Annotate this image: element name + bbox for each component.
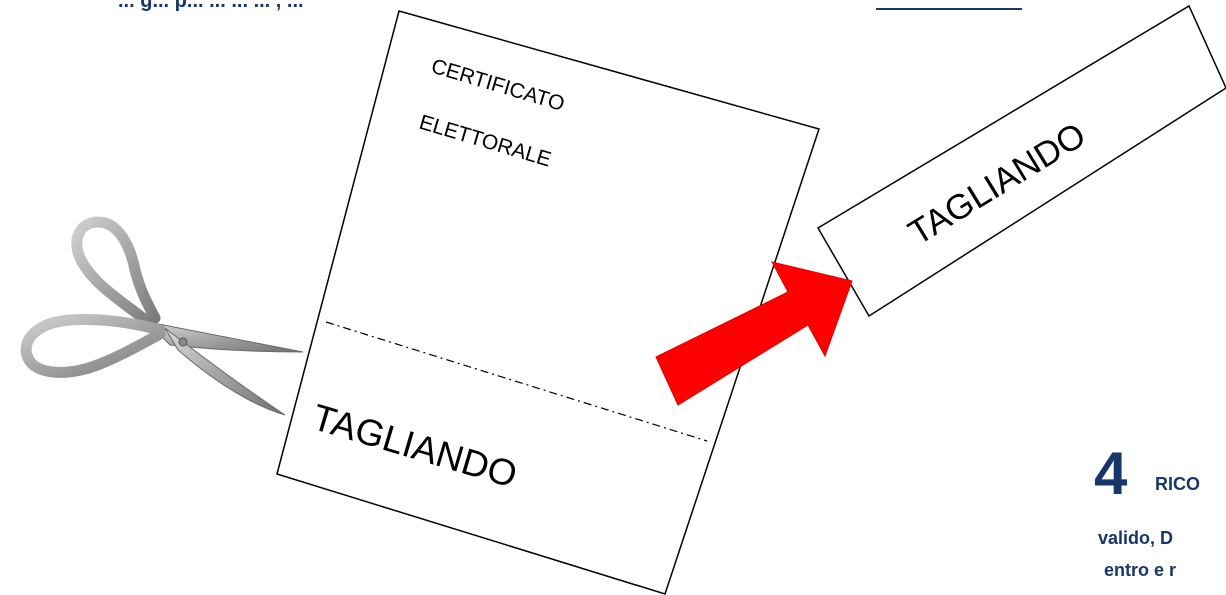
top-text-fragment: ... g... p... ... ... ... , ... xyxy=(118,0,304,12)
certificate-sheet: CERTIFICATO ELETTORALE TAGLIANDO xyxy=(276,10,820,595)
step-number: 4 xyxy=(1094,440,1128,507)
red-arrow-icon xyxy=(655,261,853,406)
certificate-outline xyxy=(276,10,820,595)
scissors-icon xyxy=(20,216,304,416)
step-text-line2: valido, D xyxy=(1098,528,1174,548)
step-heading: RICO xyxy=(1155,474,1200,494)
step-text-line3: entro e r xyxy=(1104,560,1177,580)
cut-line xyxy=(325,321,708,442)
top-blank-line xyxy=(876,0,1022,10)
detached-stub-card: TAGLIANDO xyxy=(816,4,1226,318)
detached-stub-outline xyxy=(816,4,1226,318)
